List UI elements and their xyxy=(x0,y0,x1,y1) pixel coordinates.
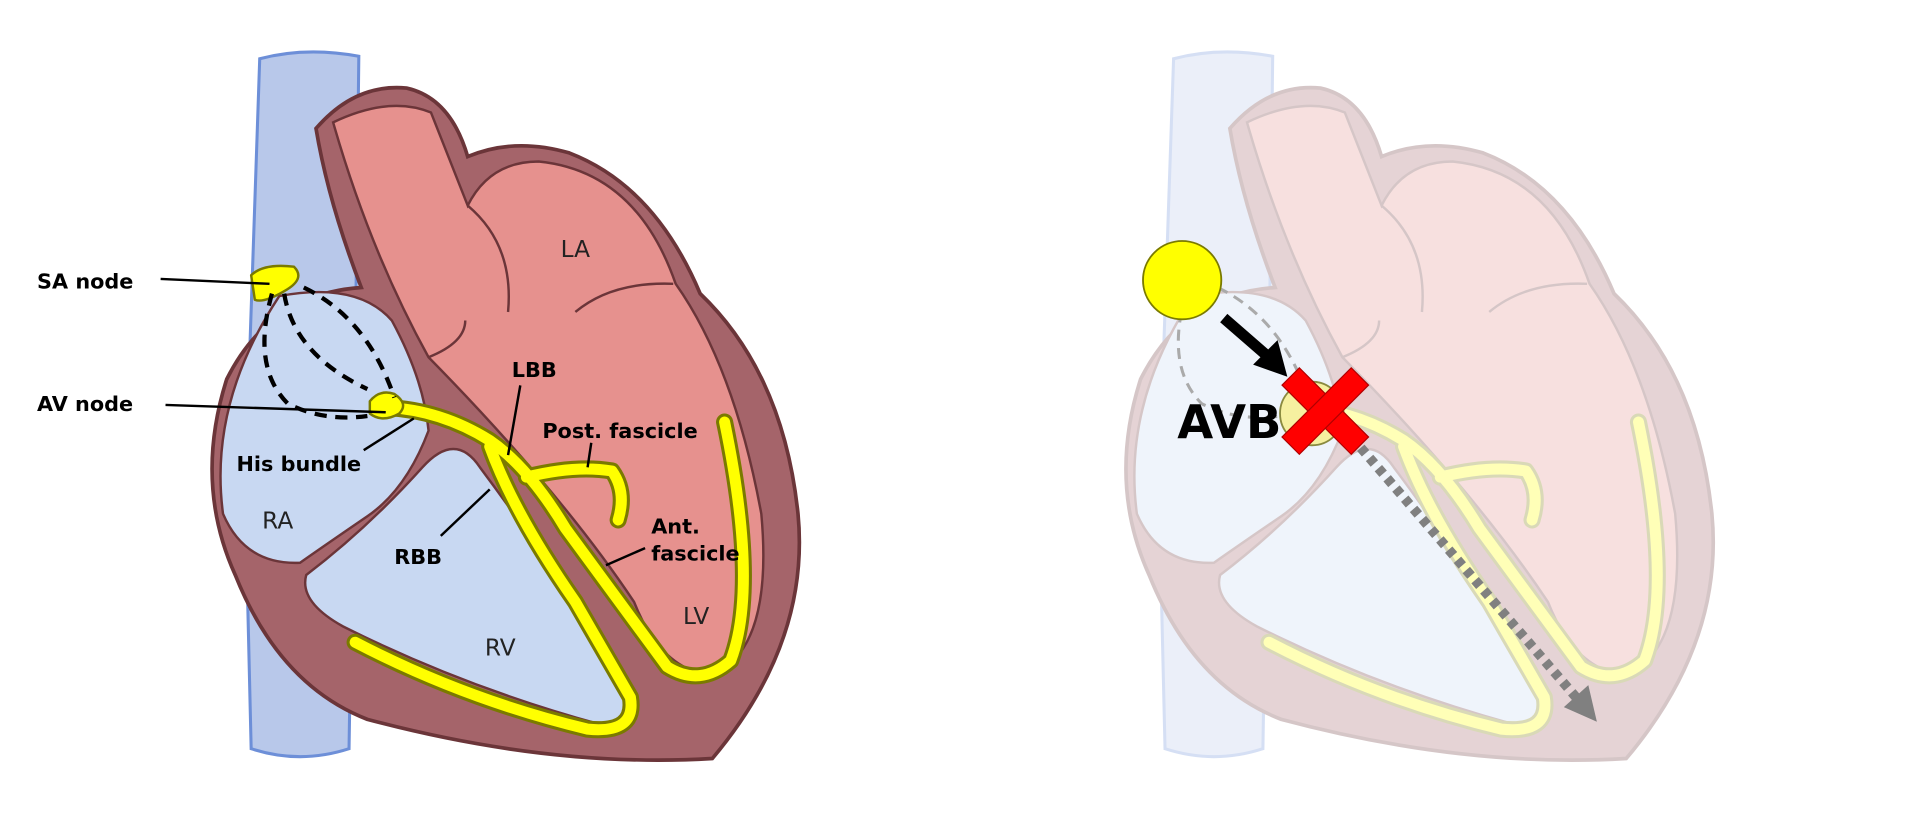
impulse-arrow xyxy=(1220,313,1274,363)
ant-fascicle-label: Ant. xyxy=(651,514,700,538)
sa-node-label: SA node xyxy=(37,270,133,294)
ant-fascicle-label-2: fascicle xyxy=(651,541,739,565)
leader-lines xyxy=(160,277,646,567)
impulse-arrowhead xyxy=(1253,340,1288,377)
sa-node-impulse xyxy=(1142,240,1223,321)
av-block-heart-panel: AVB xyxy=(1126,52,1713,760)
ra-label: RA xyxy=(262,508,293,535)
rbb-label: RBB xyxy=(394,545,442,569)
normal-heart-panel: SA node AV node His bundle LBB RBB Post.… xyxy=(37,52,799,760)
lv-label: LV xyxy=(683,603,709,630)
faded-conduction-dashes xyxy=(1176,286,1310,419)
block-x-icon xyxy=(1281,366,1370,456)
av-node-label: AV node xyxy=(37,392,133,416)
post-fascicle-label: Post. fascicle xyxy=(542,419,697,443)
avb-label: AVB xyxy=(1177,395,1281,449)
his-bundle-label: His bundle xyxy=(236,452,361,476)
rv-label: RV xyxy=(485,635,516,662)
blocked-conduction-arrowhead xyxy=(1563,685,1597,722)
conduction-path-dashes xyxy=(262,285,397,420)
la-label: LA xyxy=(561,236,590,263)
blocked-conduction-arrow xyxy=(1357,444,1580,701)
lbb-label: LBB xyxy=(512,358,557,382)
